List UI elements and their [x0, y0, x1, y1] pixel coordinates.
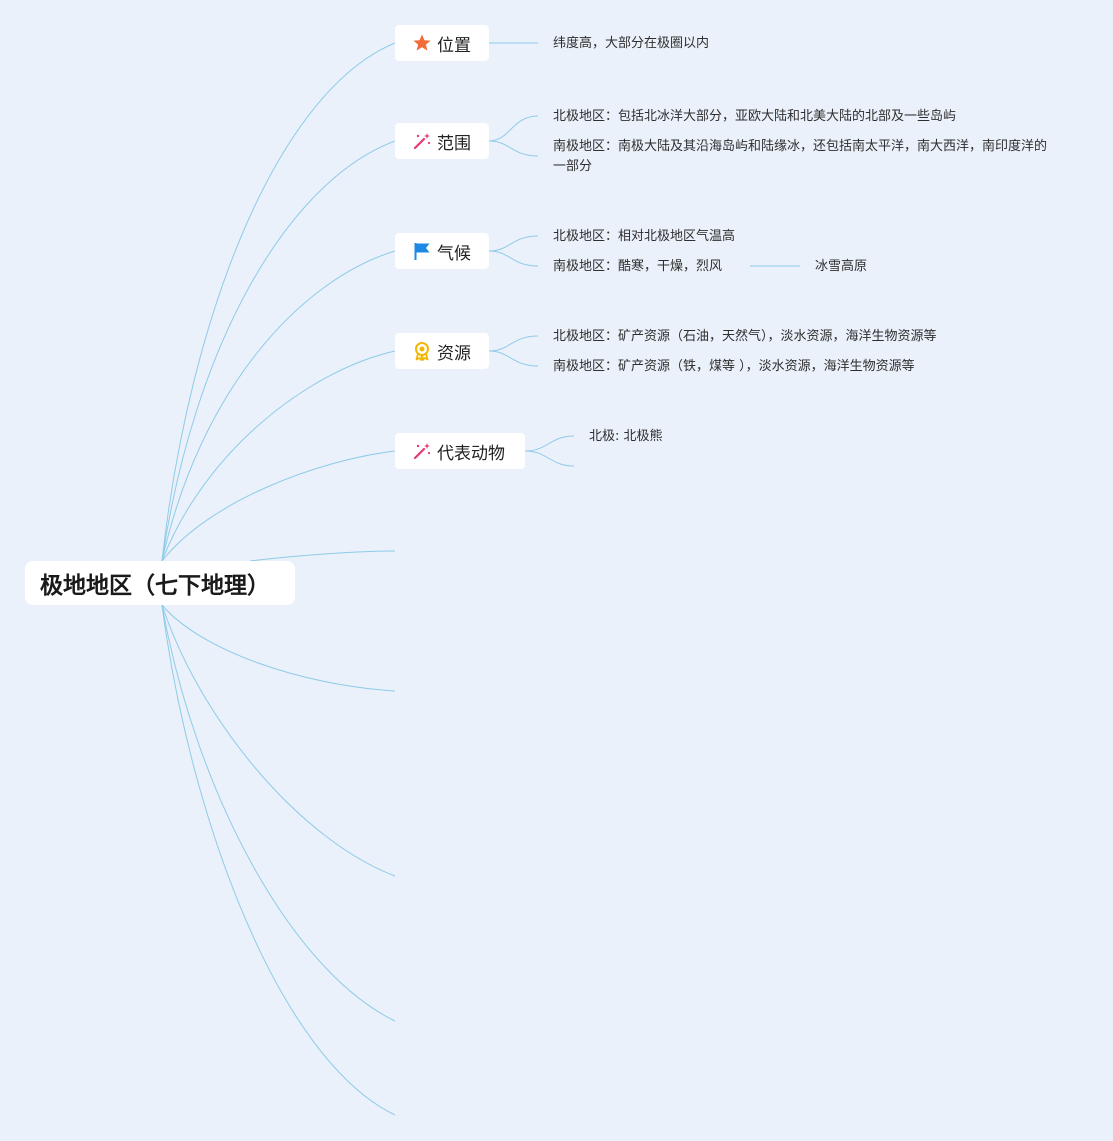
star-icon: [412, 33, 432, 53]
topic-climate[interactable]: 气候: [395, 233, 489, 269]
topic-scope-label: 范围: [437, 133, 471, 154]
leaf-climate-south-sub[interactable]: 冰雪高原: [815, 259, 868, 274]
root-link-empty-5: [161, 604, 396, 1116]
topic-resources-label: 资源: [437, 343, 471, 364]
leaf-climate-south[interactable]: 南极地区：酷寒，干燥，烈风: [553, 259, 723, 274]
leaf-location-1[interactable]: 纬度高，大部分在极圈以内: [553, 36, 710, 51]
root-link-empty-4: [161, 604, 396, 1022]
root-link-scope: [161, 140, 396, 562]
leaf-link-resources-1: [488, 335, 539, 352]
leaf-link-resources-2: [488, 350, 539, 367]
root-link-location: [161, 42, 396, 562]
topic-resources[interactable]: 资源: [395, 333, 489, 369]
award-medal-icon: [412, 341, 432, 361]
topic-animals[interactable]: 代表动物: [395, 433, 525, 469]
magic-wand-icon: [412, 441, 432, 461]
leaf-link-animals-2: [524, 450, 575, 467]
leaf-scope-north[interactable]: 北极地区：包括北冰洋大部分，亚欧大陆和北美大陆的北部及一些岛屿: [553, 109, 957, 124]
root-topic[interactable]: 极地地区（七下地理）: [25, 561, 295, 605]
leaf-link-climate-2: [488, 250, 539, 267]
flag-icon: [412, 241, 432, 261]
leaf-animals-north[interactable]: 北极: 北极熊: [589, 429, 663, 444]
leaf-climate-north[interactable]: 北极地区：相对北极地区气温高: [553, 229, 736, 244]
leaf-link-animals-1: [524, 435, 575, 452]
leaf-scope-south[interactable]: 南极地区：南极大陆及其沿海岛屿和陆缘冰，还包括南太平洋，南大西洋，南印度洋的一部…: [553, 139, 1048, 174]
root-link-empty-3: [161, 604, 396, 877]
leaf-link-scope-1: [488, 115, 539, 142]
root-link-resources: [161, 350, 396, 562]
leaf-resources-south[interactable]: 南极地区：矿产资源（铁，煤等 ），淡水资源，海洋生物资源等: [553, 359, 915, 374]
topic-scope[interactable]: 范围: [395, 123, 489, 159]
root-link-climate: [161, 250, 396, 562]
magic-wand-icon: [412, 131, 432, 151]
root-topic-label: 极地地区（七下地理）: [40, 573, 270, 599]
root-link-animals: [161, 450, 396, 562]
leaf-resources-north[interactable]: 北极地区：矿产资源（石油，天然气），淡水资源，海洋生物资源等: [553, 329, 937, 344]
leaf-link-scope-2: [488, 140, 539, 157]
topic-location-label: 位置: [437, 35, 471, 56]
root-link-empty-1: [249, 550, 396, 562]
topic-animals-label: 代表动物: [437, 443, 505, 464]
topic-climate-label: 气候: [437, 243, 471, 264]
leaf-link-climate-1: [488, 235, 539, 252]
root-link-empty-2: [161, 604, 396, 692]
topic-location[interactable]: 位置: [395, 25, 489, 61]
